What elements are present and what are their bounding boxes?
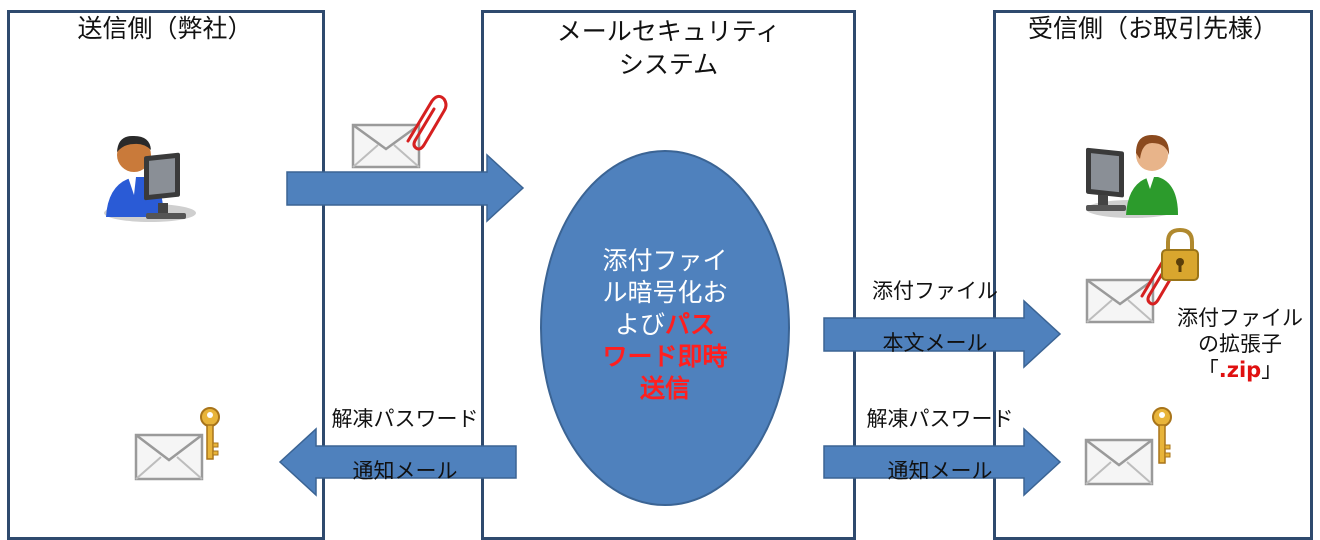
center-text-line5: 送信 xyxy=(639,374,690,403)
envelope-key-icon-receiver xyxy=(1084,407,1172,486)
user-computer-icon xyxy=(104,135,196,222)
center-text-line4: ワード即時 xyxy=(602,342,728,371)
system-title-line2: システム xyxy=(618,50,719,79)
center-text: 添付ファイ ル暗号化お よびパス ワード即時 送信 xyxy=(555,245,775,405)
receiver-title: 受信側（お取引先様） xyxy=(1027,14,1278,43)
arrow-pw-right xyxy=(823,427,1062,497)
extension-label-line2: の拡張子 xyxy=(1198,332,1282,356)
unzip-pw-right-label-line2: 通知メール xyxy=(887,459,993,483)
center-text-line1: 添付ファイ xyxy=(602,246,728,275)
center-text-line2: ル暗号化お xyxy=(602,278,728,307)
center-ellipse xyxy=(540,150,790,506)
attach-body-label-line2: 本文メール xyxy=(882,331,988,355)
attach-body-label: 添付ファイル 本文メール xyxy=(845,252,1025,382)
extension-label-line3: 「.zip」 xyxy=(1197,358,1283,382)
unzip-pw-left-label: 解凍パスワード 通知メール xyxy=(310,380,500,510)
envelope-lock-icon xyxy=(1085,227,1199,324)
arrow-pw-left xyxy=(278,427,517,497)
unzip-pw-right-label-line1: 解凍パスワード xyxy=(866,407,1014,431)
arrow-attach-right xyxy=(823,299,1062,369)
sender-title: 送信側（弊社） xyxy=(77,14,253,43)
arrow-send-right xyxy=(286,153,525,223)
center-text-line3: よびパス xyxy=(614,310,716,339)
user-computer-icon-receiver xyxy=(1086,135,1178,218)
attach-body-label-line1: 添付ファイル xyxy=(872,279,998,303)
extension-label-line1: 添付ファイル xyxy=(1177,306,1303,330)
unzip-pw-left-label-line2: 通知メール xyxy=(352,459,458,483)
unzip-pw-left-label-line1: 解凍パスワード xyxy=(331,407,479,431)
system-title-line1: メールセキュリティ xyxy=(556,17,781,46)
extension-label: 添付ファイル の拡張子 「.zip」 xyxy=(1160,305,1320,383)
envelope-clip-icon xyxy=(351,94,448,169)
unzip-pw-right-label: 解凍パスワード 通知メール xyxy=(845,380,1035,510)
envelope-key-icon xyxy=(134,407,220,481)
